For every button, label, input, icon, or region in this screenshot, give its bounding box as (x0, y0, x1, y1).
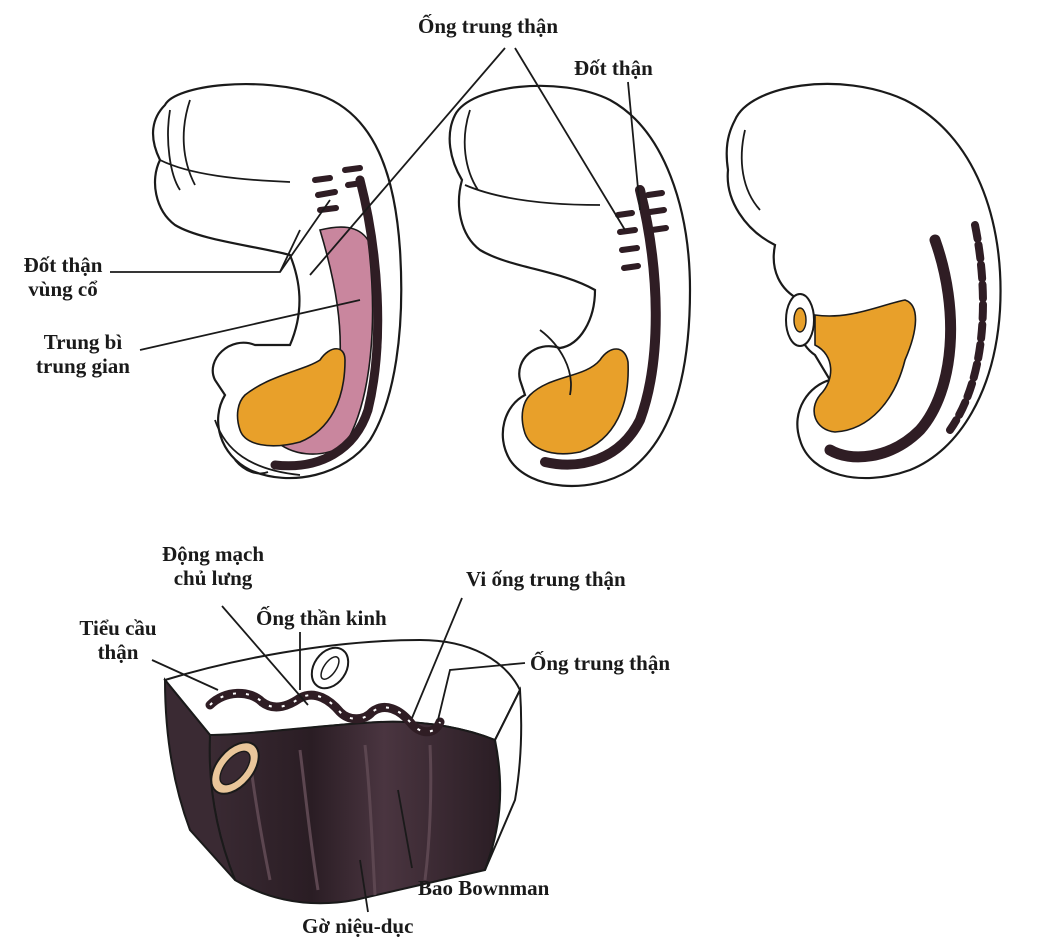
label-glomerulus-line2: thận (97, 640, 139, 664)
neural-tube-lumen (320, 656, 340, 680)
embryo-2-dark-duct (540, 185, 661, 470)
embryo-2-inner-loop (539, 329, 572, 396)
leader-nephrotome (627, 81, 641, 211)
embryo-2-orange-tissue (521, 348, 629, 455)
label-mesonephric-duct-bottom: Ống trung thận (530, 651, 671, 675)
embryo-3-yolk-stalk-inner (793, 307, 807, 333)
embryo-3-head-fold (740, 129, 761, 211)
leader-mesonephric-tubule (411, 597, 463, 719)
label-mesonephric-tubule: Vi ống trung thận (466, 567, 626, 591)
label-glomerulus: Tiểu cầu thận (58, 616, 178, 664)
bowman-capsule-loop-inner (219, 750, 251, 786)
embryo-2-outline (448, 84, 692, 488)
label-dorsal-aorta-line1: Động mạch (161, 542, 265, 566)
urogenital-ridge-block (163, 638, 523, 905)
leader-bowman-capsule (397, 789, 413, 869)
label-neural-tube: Ống thần kinh (256, 606, 387, 630)
label-intermediate-mesoderm: Trung bì trung gian (18, 330, 148, 378)
embryo-3-outline (725, 82, 1002, 480)
neural-tube-shape (310, 646, 350, 690)
leader-intermediate-mesoderm (139, 299, 361, 351)
embryo-middle-stage (448, 84, 692, 488)
embryo-1-nephrotome-dots (312, 165, 365, 213)
embryo-2-nephrotome-dots (615, 190, 669, 271)
label-dorsal-aorta: Động mạch chủ lưng (138, 542, 288, 590)
label-glomerulus-line1: Tiểu cầu (79, 616, 157, 640)
leader-cervical-nephrotome-b (279, 229, 301, 273)
glomerulus-chain-highlight (209, 692, 441, 733)
label-cervical-nephrotome-line2: vùng cổ (28, 277, 98, 301)
embryo-1-head-fold (159, 99, 291, 191)
embryo-1-orange-tissue (236, 347, 346, 447)
label-intermediate-mesoderm-line1: Trung bì (43, 330, 123, 354)
leader-urogenital-ridge (359, 859, 369, 913)
embryo-1-dark-duct (270, 175, 383, 471)
label-mesonephric-duct-top: Ống trung thận (418, 14, 559, 38)
leader-mesonephric-duct-left (309, 47, 506, 276)
leader-dorsal-aorta (221, 605, 309, 706)
label-cervical-nephrotome: Đốt thận vùng cổ (8, 253, 118, 301)
leader-mesonephric-duct-right (514, 47, 626, 231)
label-dorsal-aorta-line2: chủ lưng (173, 566, 253, 590)
embryo-2-head-fold (463, 109, 601, 206)
embryo-1-lower-curve (214, 419, 301, 476)
block-left-face (163, 677, 236, 881)
label-bowman-capsule: Bao Bownman (418, 876, 550, 900)
embryo-early-stage (152, 83, 403, 480)
embryo-3-dark-outer (946, 221, 987, 434)
label-intermediate-mesoderm-line2: trung gian (36, 354, 130, 378)
top-leader-lines (110, 47, 641, 351)
label-nephrotome: Đốt thận (574, 56, 653, 80)
bottom-leader-lines (151, 597, 526, 913)
block-right-face (484, 686, 523, 871)
embryo-3-dark-duct (824, 234, 957, 463)
embryo-late-stage (725, 82, 1002, 480)
leader-mesonephric-duct-bottom (437, 662, 526, 721)
label-cervical-nephrotome-line1: Đốt thận (23, 253, 103, 277)
label-urogenital-ridge: Gờ niệu-dục (302, 914, 414, 938)
embryo-3-orange-tissue (813, 299, 917, 433)
block-ridge-grooves (248, 744, 433, 896)
leader-glomerulus (151, 659, 219, 691)
